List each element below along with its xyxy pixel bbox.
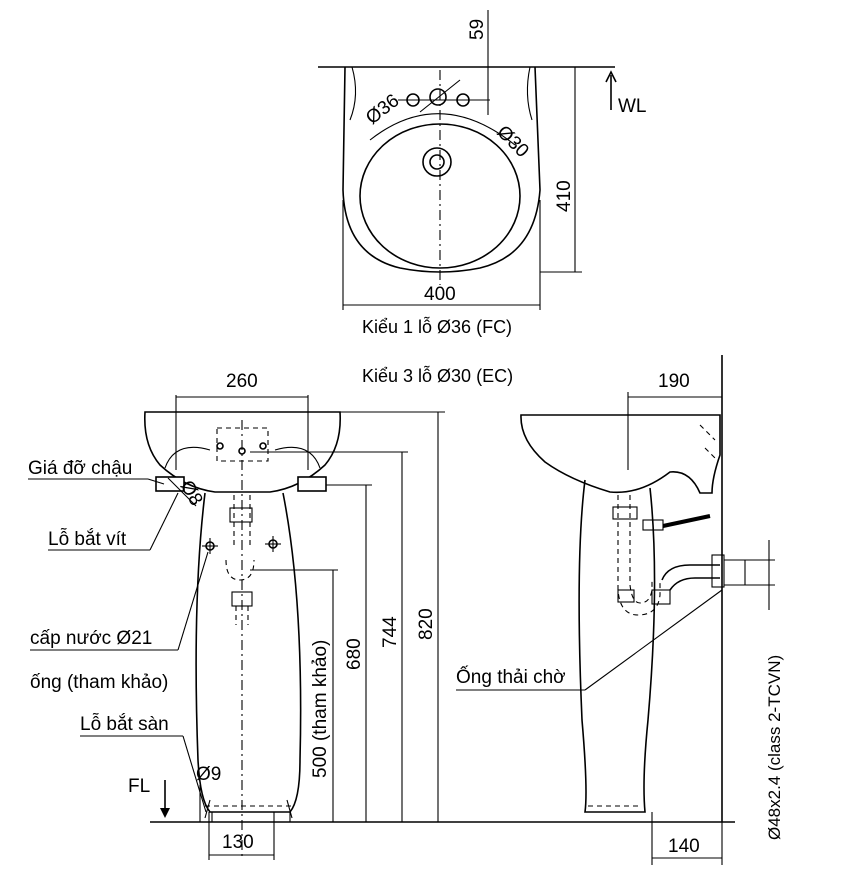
- dim-260-label: 260: [226, 371, 258, 392]
- label-floor-screw: Lỗ bắt sàn: [80, 713, 169, 735]
- label-support: Giá đỡ chậu: [28, 458, 132, 479]
- dim-59-label: 59: [467, 19, 488, 40]
- note-type-1: Kiểu 1 lỗ Ø36 (FC): [362, 316, 512, 337]
- dim-190-label: 190: [658, 371, 690, 392]
- dim-9-label: Ø9: [196, 764, 221, 785]
- label-pipe-ref: ống (tham khảo): [30, 672, 168, 693]
- top-drain-outer: [422, 147, 452, 177]
- side-trap-pipe: [617, 495, 661, 616]
- side-drain-pipe: [661, 564, 720, 591]
- front-basin-outline: [143, 411, 342, 493]
- label-water-inlet: cấp nước Ø21: [30, 628, 152, 649]
- note-type-3: Kiểu 3 lỗ Ø30 (EC): [362, 365, 513, 386]
- top-view: 59 WL 410 400 Ø36 Ø30 Kiểu 1 lỗ Ø36 (FC)…: [318, 10, 647, 386]
- floor-label: FL: [128, 776, 150, 797]
- front-support-right: [297, 476, 327, 492]
- side-supply-valve: [662, 514, 711, 528]
- label-screw-hole: Lỗ bắt vít: [48, 528, 127, 550]
- water-inlet-left: [202, 538, 218, 554]
- dim-500-label: 500 (tham khảo): [310, 640, 331, 778]
- wall-label: WL: [618, 96, 647, 117]
- top-hole-center: [429, 88, 447, 106]
- label-drain-pipe: Ống thải chờ: [456, 666, 566, 688]
- pipe-spec-label: Ø48x2.4 (class 2-TCVN): [765, 655, 784, 840]
- dim-130-label: 130: [222, 832, 254, 853]
- dim-680-label: 680: [344, 638, 365, 670]
- dim-820-label: 820: [416, 608, 437, 640]
- dim-744-label: 744: [380, 616, 401, 648]
- top-basin-outline: [342, 66, 541, 273]
- water-inlet-right: [265, 536, 281, 552]
- top-drain-inner: [429, 154, 445, 170]
- side-view: 190 140 Ø48x2.4 (class 2-TCVN) Ống thải …: [456, 355, 784, 865]
- top-faucet-deck-arc: [369, 113, 516, 146]
- front-view: 260 820 744 680 500 (tham khảo) 130 Ø9 Ø…: [28, 371, 735, 860]
- dim-140-label: 140: [668, 836, 700, 857]
- hole-30-label: Ø30: [492, 122, 532, 162]
- dim-400-label: 400: [424, 284, 456, 305]
- side-basin-outline: [520, 414, 721, 494]
- top-basin-rim: [349, 66, 357, 121]
- dim-410-label: 410: [554, 180, 575, 212]
